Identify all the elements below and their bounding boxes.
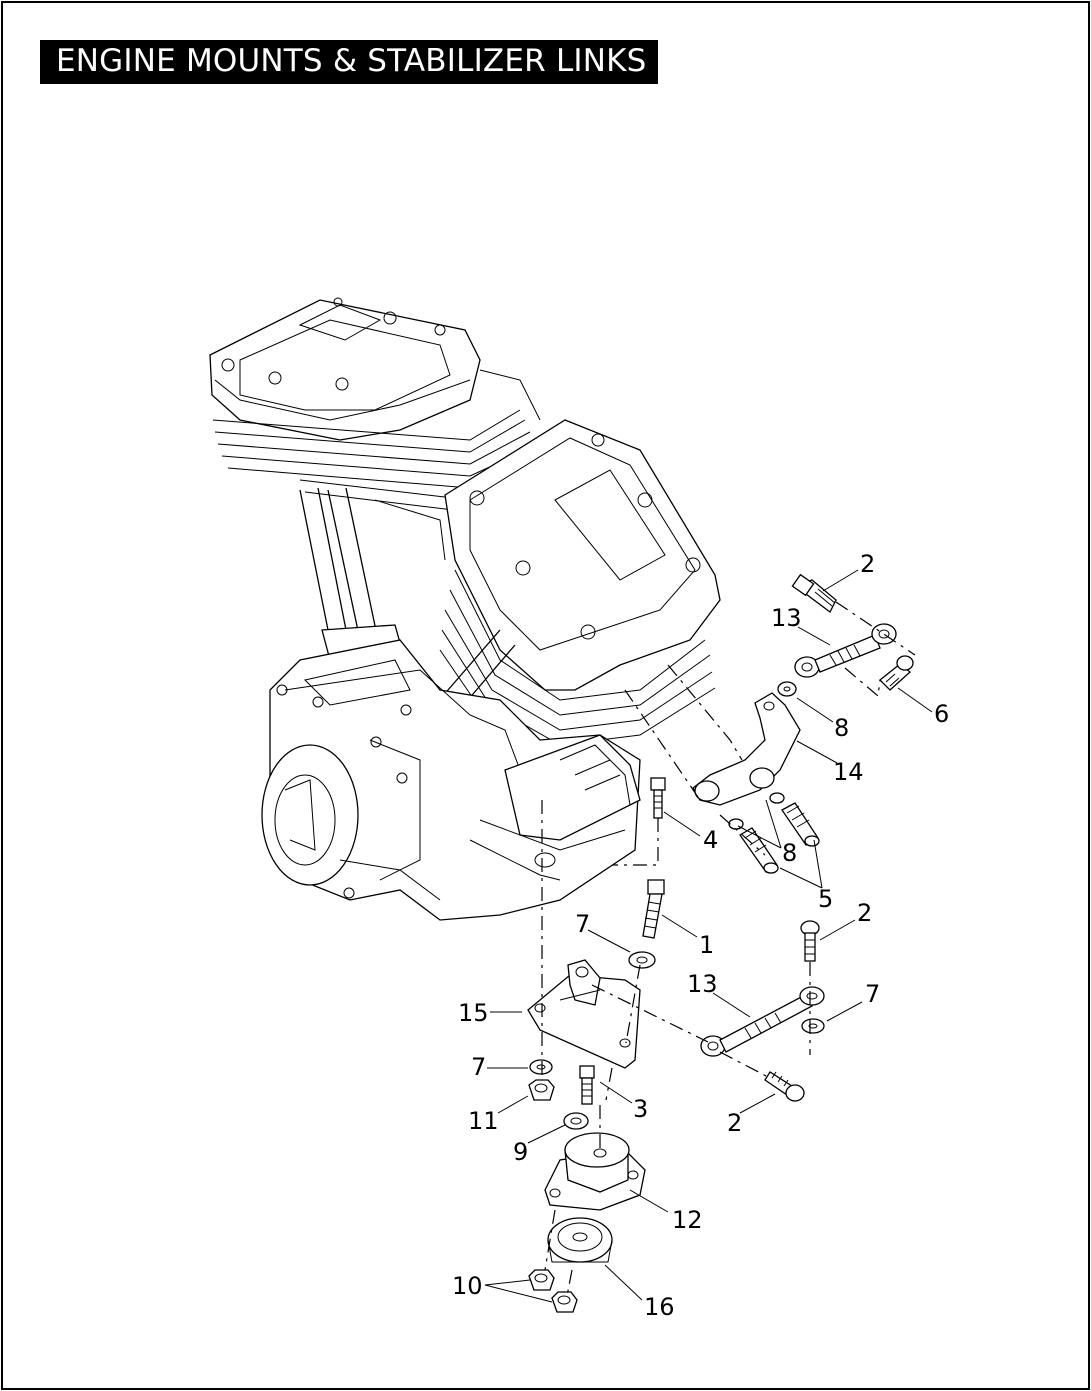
engine-illustration (209, 297, 721, 921)
part-bracket-14 (692, 692, 801, 806)
part-cup-16 (547, 1217, 613, 1263)
part-washer-8-lower-b (769, 792, 785, 804)
part-nut-11 (528, 1079, 555, 1101)
callout-4: 4 (703, 826, 718, 854)
part-bolt-6 (879, 655, 914, 691)
part-stabilizer-link-lower (700, 986, 825, 1057)
part-bolt-3 (579, 1065, 595, 1105)
part-bolt-2-middle (800, 920, 820, 962)
part-bolt-2-lower (764, 1071, 805, 1102)
part-bolt-4 (650, 777, 666, 819)
callout-2-lower: 2 (727, 1109, 742, 1137)
part-washer-7-right (801, 1018, 825, 1034)
callout-6: 6 (934, 700, 949, 728)
title-bar: ENGINE MOUNTS & STABILIZER LINKS (40, 40, 658, 84)
parts (527, 573, 914, 1313)
part-rubber-mount-12 (544, 1132, 646, 1211)
part-stabilizer-link-upper (794, 623, 897, 678)
callout-2-top: 2 (860, 550, 875, 578)
callout-2-middle: 2 (857, 899, 872, 927)
part-washer-8-upper (777, 681, 797, 697)
callout-8-upper: 8 (834, 714, 849, 742)
leader-lines (484, 569, 933, 1303)
diagram-title: ENGINE MOUNTS & STABILIZER LINKS (56, 43, 647, 79)
callout-12: 12 (672, 1206, 703, 1234)
callout-11: 11 (468, 1107, 499, 1135)
callout-13-lower: 13 (687, 970, 718, 998)
part-bolt-top (791, 573, 837, 613)
callout-16: 16 (644, 1293, 675, 1321)
callout-8-lower: 8 (782, 839, 797, 867)
callout-7-right: 7 (865, 980, 880, 1008)
part-bolts-5 (739, 802, 820, 874)
part-mount-plate-15 (527, 959, 641, 1069)
part-bolt-1 (642, 879, 665, 939)
part-washer-7-left (529, 1059, 553, 1075)
callout-15: 15 (458, 999, 489, 1027)
callout-7-upper: 7 (575, 910, 590, 938)
callout-1: 1 (699, 931, 714, 959)
callout-13-upper: 13 (771, 604, 802, 632)
assembly-lines (541, 601, 916, 1297)
part-washer-9 (563, 1112, 589, 1130)
part-nuts-10 (528, 1269, 578, 1313)
callout-10: 10 (452, 1272, 483, 1300)
callout-7-left: 7 (471, 1053, 486, 1081)
callout-9: 9 (513, 1138, 528, 1166)
part-washer-7-upper (628, 951, 656, 969)
callout-14: 14 (833, 758, 864, 786)
callout-3: 3 (633, 1095, 648, 1123)
callout-5: 5 (818, 885, 833, 913)
callout-labels: 2 13 6 8 14 4 8 5 2 7 1 13 7 15 7 3 11 2… (452, 550, 949, 1321)
